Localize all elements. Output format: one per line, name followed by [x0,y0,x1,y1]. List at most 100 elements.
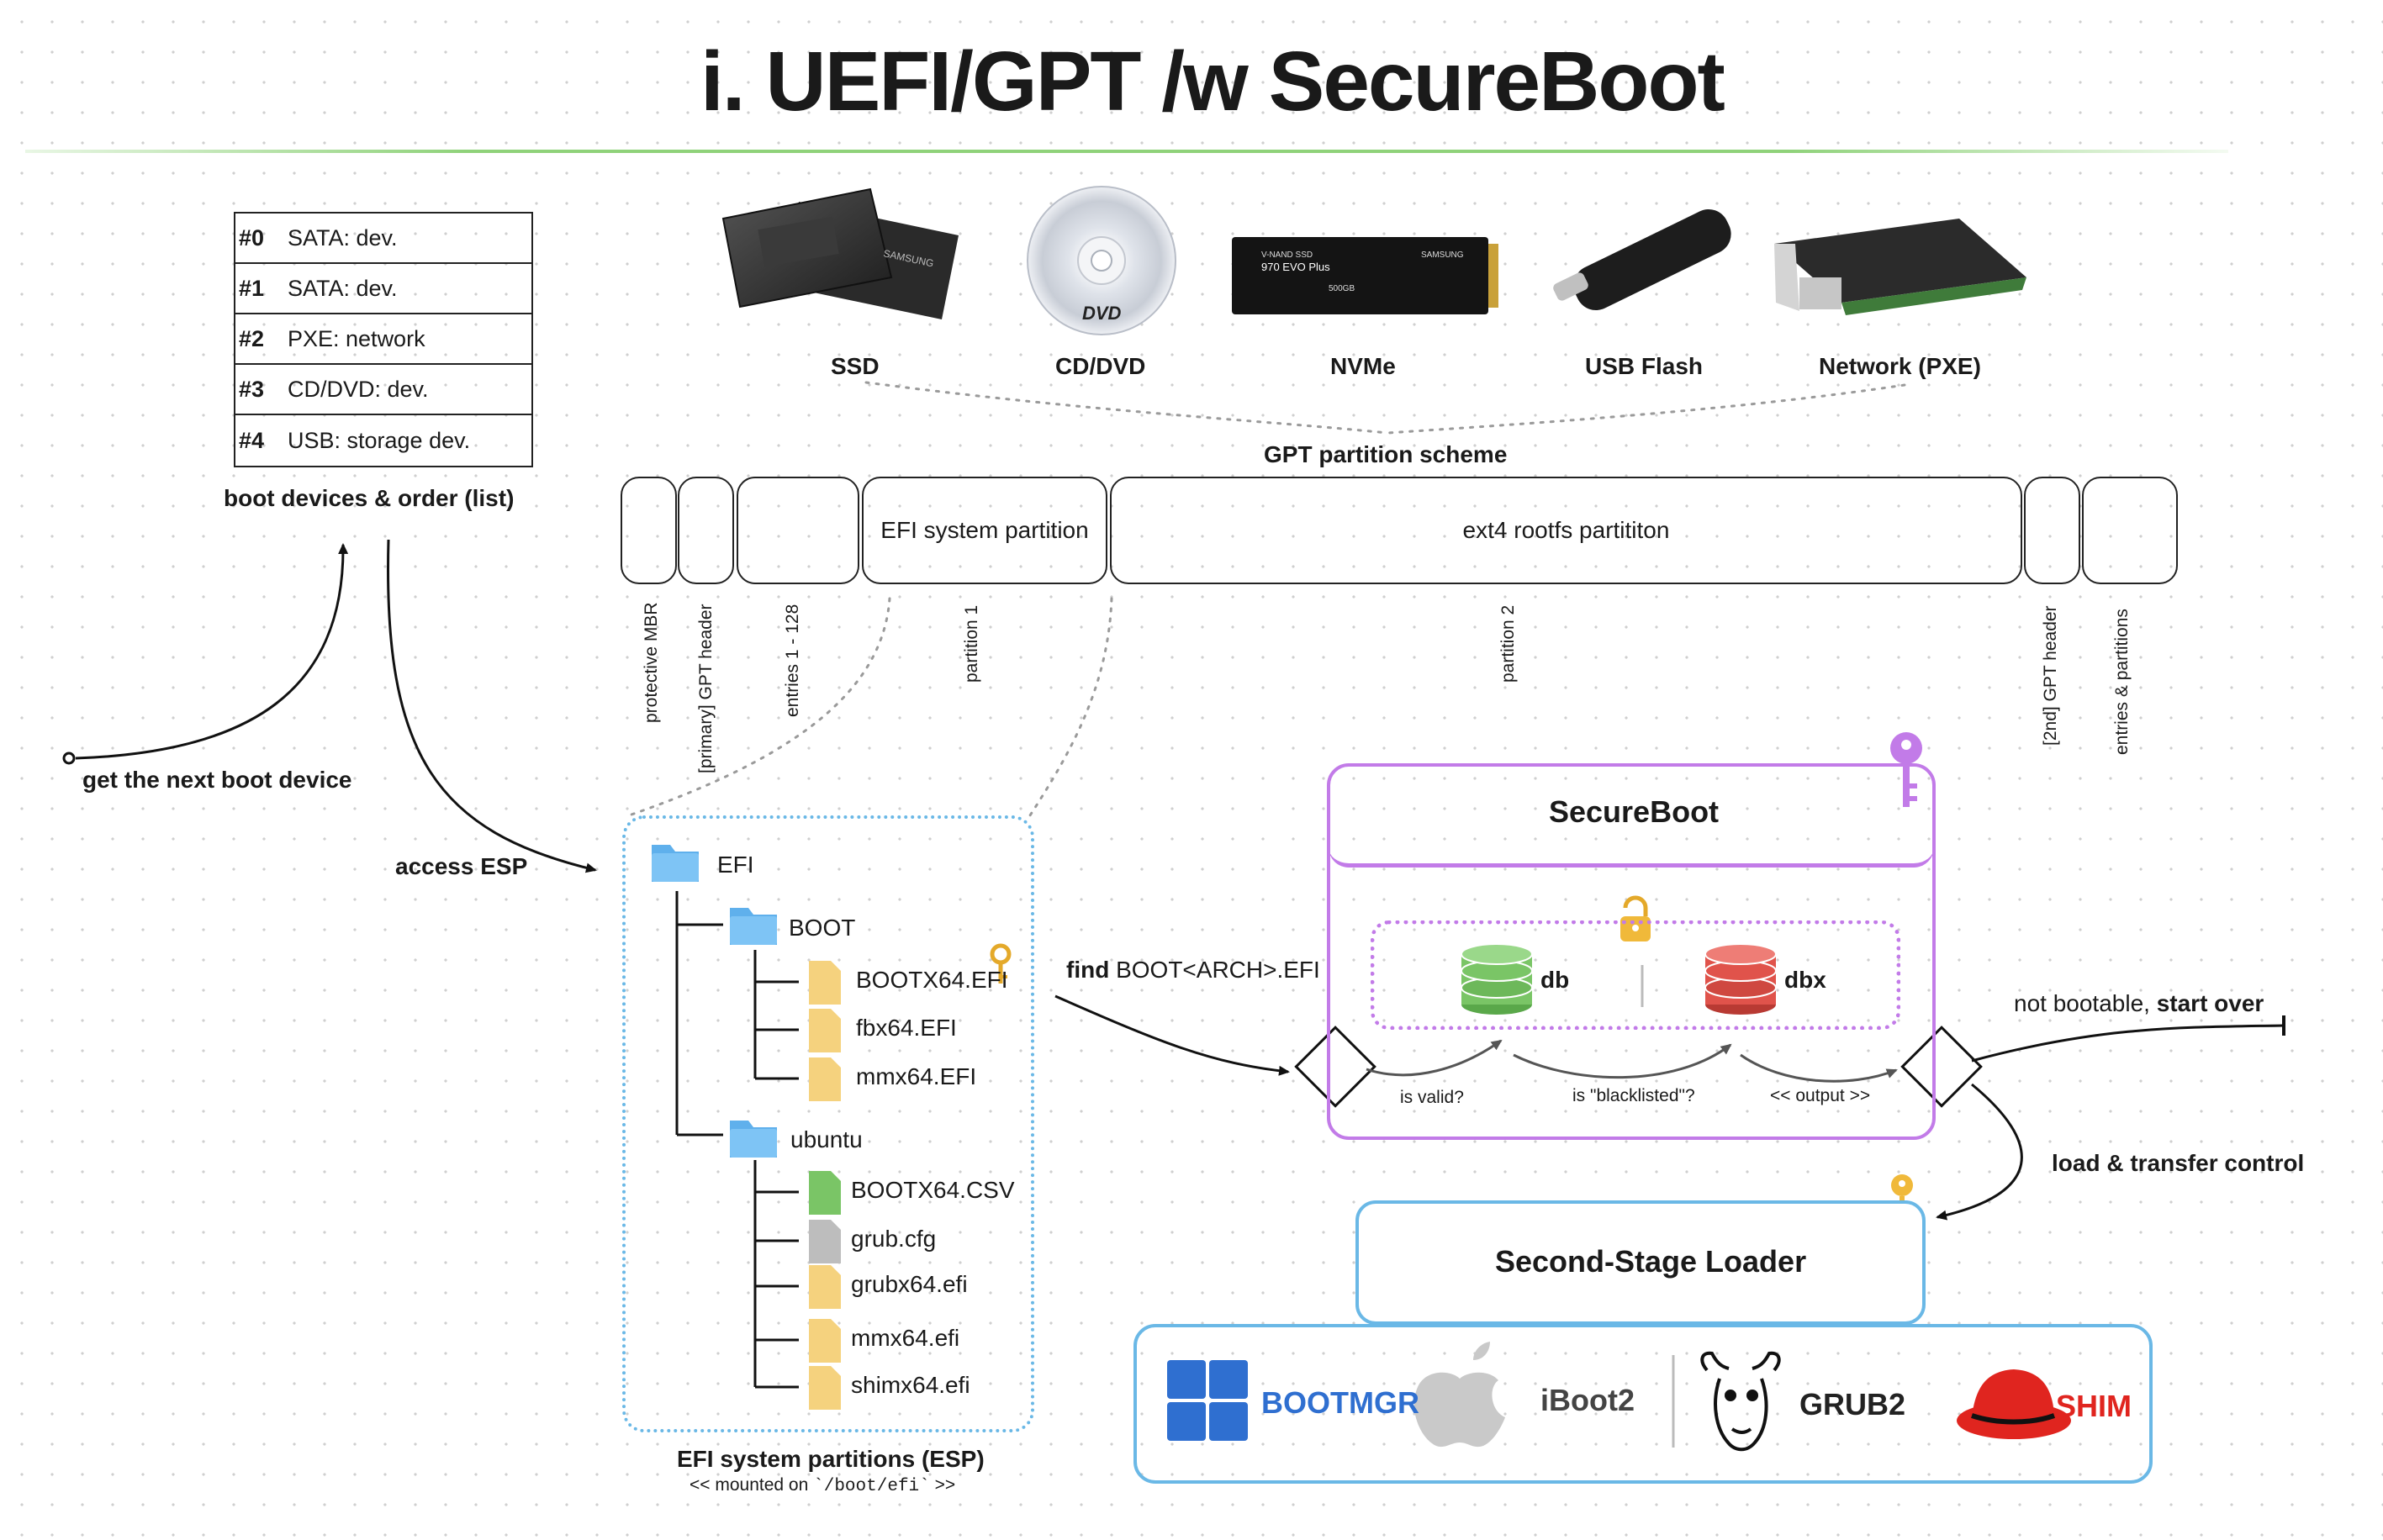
tree-file: mmx64.EFI [856,1063,977,1089]
svg-text:SAMSUNG: SAMSUNG [1421,251,1464,260]
segment-label: partition 2 [1498,604,1518,683]
dbx-cylinder [1704,943,1777,1015]
svg-text:970 EVO Plus: 970 EVO Plus [1261,261,1330,273]
folder-icon [652,845,699,882]
mount-suffix: >> [934,1475,956,1495]
secureboot-panel [1327,763,1936,1140]
boot-device: SATA: dev. [288,275,398,301]
secureboot-title: SecureBoot [1549,794,1720,829]
esp-tree-lines [675,891,799,1389]
file-icon [809,1265,841,1309]
redhat-logo-icon [1957,1369,2071,1439]
page-title: i. UEFI/GPT /w SecureBoot [700,34,1725,129]
apple-logo-icon [1413,1342,1505,1448]
file-icon [809,1366,841,1410]
gpt-entries [737,477,859,584]
esp-panel [622,815,1034,1432]
boot-index: #3 [239,376,265,402]
tree-folder-boot: BOOT [789,915,856,941]
device-label-cd-dvd: CD/DVD [1055,353,1146,379]
boot-index: #1 [239,275,265,301]
loader-grub2: GRUB2 [1799,1387,1906,1421]
loader-title: Second-Stage Loader [1495,1244,1807,1279]
segment-label: [2nd] GPT header [2041,605,2060,746]
title-divider [25,150,2228,153]
dbx-label: dbx [1784,967,1826,993]
windows-logo-icon [1167,1360,1248,1441]
tree-file: mmx64.efi [851,1325,960,1351]
tree-file: shimx64.efi [851,1372,970,1398]
cd-dvd-image: DVD [1027,186,1176,335]
segment-label: partition 1 [962,604,981,683]
device-label-network: Network (PXE) [1819,353,1981,379]
segment-label: [primary] GPT header [696,604,716,773]
step-label: is "blacklisted"? [1572,1086,1695,1105]
segment-label: entries & partitions [2112,609,2132,755]
db-cylinder [1461,943,1533,1015]
step-label: is valid? [1400,1088,1464,1107]
gpt-secondary-header [2024,477,2080,584]
gpt-scheme-label: GPT partition scheme [1264,441,1508,467]
boot-device: SATA: dev. [288,224,398,251]
loader-bootmgr: BOOTMGR [1261,1385,1419,1420]
boot-device-row: #4 USB: storage dev. [235,415,531,466]
folder-icon [730,908,777,945]
loader-shim: SHIM [2056,1389,2132,1423]
svg-text:V-NAND SSD: V-NAND SSD [1261,251,1313,260]
boot-device: USB: storage dev. [288,427,471,453]
device-label-usb-flash: USB Flash [1585,353,1704,379]
boot-index: #0 [239,224,265,251]
usb-flash-image [1553,208,1731,311]
esp-caption: EFI system partitions (ESP) [677,1446,985,1472]
svg-text:500GB: 500GB [1329,284,1355,293]
load-transfer-label: load & transfer control [2052,1150,2305,1176]
tree-file: BOOTX64.EFI [856,967,1008,993]
boot-device-row: #2 PXE: network [235,314,531,365]
tree-file: grub.cfg [851,1226,937,1252]
gnu-logo-icon [1700,1351,1781,1452]
file-icon [809,1220,841,1263]
file-icon [809,1171,841,1215]
gpt-secondary-entries [2082,477,2178,584]
tree-file: grubx64.efi [851,1271,968,1297]
not-bootable-text: not bootable, [2014,990,2150,1016]
file-icon [809,1057,841,1101]
tree-folder-ubuntu: ubuntu [790,1126,863,1152]
boot-list-caption: boot devices & order (list) [224,485,515,511]
file-icon [809,1009,841,1052]
find-target: BOOT<ARCH>.EFI [1116,957,1320,983]
file-icon [809,961,841,1005]
tree-folder-efi: EFI [717,852,754,878]
mount-prefix: << mounted on [690,1475,809,1495]
boot-device-row: #1 SATA: dev. [235,264,531,314]
key-icon [1890,732,1922,807]
boot-device: PXE: network [288,325,425,351]
loader-panel [1133,1324,2153,1484]
gpt-rootfs-box: ext4 rootfs partititon [1110,477,2022,584]
not-bootable-label: not bootable, start over [2014,990,2264,1017]
signature-db-box [1371,920,1900,1030]
segment-label: protective MBR [642,602,661,723]
mount-path: `/boot/efi` [813,1477,930,1496]
folder-icon [730,1121,777,1158]
network-card-image [1774,219,2026,315]
find-prefix: find [1066,957,1110,983]
gpt-primary-header [678,477,734,584]
ssd-image: SAMSUNG [721,187,959,319]
device-label-nvme: NVMe [1330,353,1396,379]
next-boot-device-label: get the next boot device [82,767,352,793]
boot-index: #4 [239,427,265,453]
file-icon [809,1319,841,1363]
find-label: find BOOT<ARCH>.EFI [1066,957,1320,984]
access-esp-label: access ESP [395,853,528,879]
boot-device-row: #0 SATA: dev. [235,214,531,264]
svg-text:DVD: DVD [1082,303,1122,324]
nvme-image: V-NAND SSD 970 EVO Plus SAMSUNG 500GB [1232,237,1498,314]
boot-index: #2 [239,325,265,351]
tree-file: fbx64.EFI [856,1015,957,1041]
segment-label: entries 1 - 128 [783,604,802,717]
secureboot-header [1329,765,1934,868]
